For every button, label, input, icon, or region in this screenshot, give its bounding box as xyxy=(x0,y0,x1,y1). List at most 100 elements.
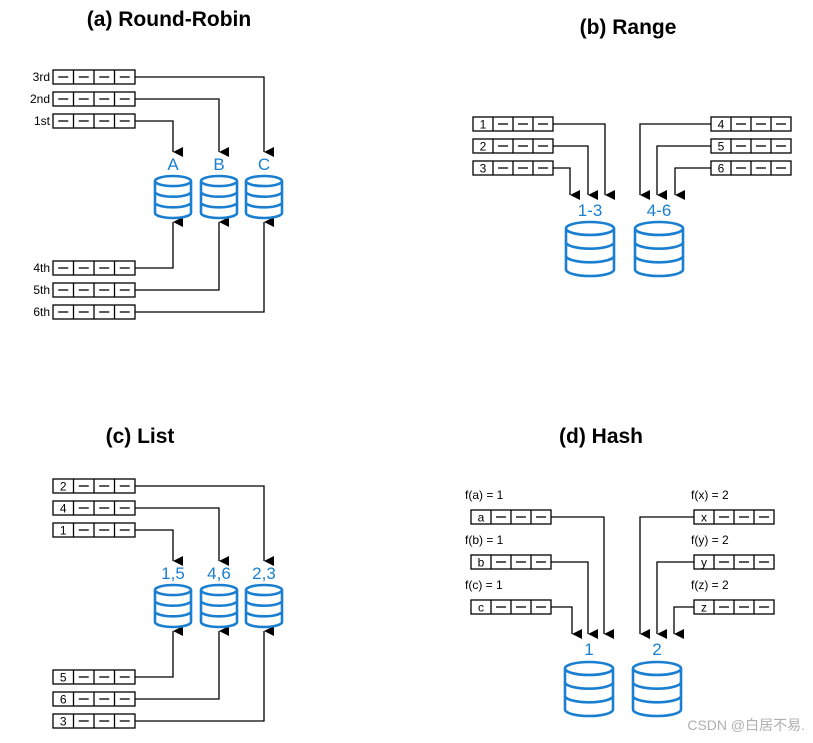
row-key: 6 xyxy=(60,693,67,707)
table-row: 2 xyxy=(472,138,554,154)
arrow-connector xyxy=(135,76,274,157)
hash-function-label: f(z) = 2 xyxy=(691,578,729,592)
arrow-connector xyxy=(553,145,598,200)
hash-function-label: f(c) = 1 xyxy=(465,578,503,592)
db-top xyxy=(199,174,239,188)
db-band xyxy=(199,610,239,618)
db-label: 1 xyxy=(584,640,593,659)
table-row xyxy=(52,69,136,85)
db-top xyxy=(153,583,193,597)
db-top xyxy=(631,660,683,677)
db-label: 2 xyxy=(652,640,661,659)
arrow-connector xyxy=(656,145,711,200)
table-row: 3 xyxy=(52,713,136,729)
arrow-connector xyxy=(135,626,183,678)
db-band xyxy=(199,201,239,209)
db-body xyxy=(631,668,683,718)
arrow-connector xyxy=(656,561,694,639)
db-top xyxy=(563,660,615,677)
arrow-connector xyxy=(639,516,694,639)
row-key: 5 xyxy=(718,140,725,154)
row-key: z xyxy=(701,601,707,615)
arrow-connector xyxy=(551,606,582,639)
db-top xyxy=(244,583,284,597)
database-icon xyxy=(199,583,239,629)
table-row xyxy=(52,282,136,298)
db-band xyxy=(633,241,685,250)
row-order-label: 3rd xyxy=(33,70,50,84)
arrow-connector xyxy=(551,516,614,639)
db-body xyxy=(244,590,284,629)
db-top xyxy=(153,174,193,188)
db-top xyxy=(633,220,685,237)
arrow-connector xyxy=(553,167,580,200)
db-label: 1,5 xyxy=(161,564,185,583)
db-band xyxy=(563,695,615,704)
table-row: 1 xyxy=(472,116,554,132)
db-band xyxy=(153,610,193,618)
db-body xyxy=(244,181,284,220)
table-row: 5 xyxy=(52,669,136,685)
arrow-connector xyxy=(673,606,694,639)
db-label: 1-3 xyxy=(578,201,603,220)
db-body xyxy=(199,590,239,629)
arrow-connector xyxy=(551,561,598,639)
arrow-connector xyxy=(639,123,711,200)
db-body xyxy=(633,228,685,278)
arrow-connector xyxy=(135,529,183,566)
db-label: 4,6 xyxy=(207,564,231,583)
table-row: x xyxy=(693,509,775,525)
table-row: y xyxy=(693,554,775,570)
panel-d-title: (d) Hash xyxy=(559,425,643,448)
db-body xyxy=(564,228,616,278)
row-key: c xyxy=(478,601,484,615)
row-key: 1 xyxy=(60,524,67,538)
row-key: 2 xyxy=(60,480,67,494)
db-band xyxy=(153,201,193,209)
arrow-connector xyxy=(553,123,615,200)
row-order-label: 5th xyxy=(33,283,50,297)
table-row: 3 xyxy=(472,160,554,176)
arrow-connector xyxy=(135,98,229,157)
arrow-connector xyxy=(135,217,274,313)
arrow-connector xyxy=(135,626,274,722)
db-band xyxy=(564,255,616,264)
row-key: 3 xyxy=(480,162,487,176)
db-body xyxy=(153,590,193,629)
database-icon xyxy=(153,174,193,220)
table-row: z xyxy=(693,599,775,615)
row-key: 4 xyxy=(60,502,67,516)
db-band xyxy=(244,610,284,618)
table-row: 5 xyxy=(710,138,792,154)
database-icon xyxy=(633,220,685,278)
row-key: b xyxy=(478,556,485,570)
db-band xyxy=(631,695,683,704)
db-top xyxy=(244,174,284,188)
db-band xyxy=(564,241,616,250)
db-top xyxy=(199,583,239,597)
hash-function-label: f(y) = 2 xyxy=(691,533,729,547)
arrow-connector xyxy=(135,485,274,566)
panel-c-title: (c) List xyxy=(106,425,175,448)
row-key: 4 xyxy=(718,118,725,132)
arrow-connector xyxy=(674,167,711,200)
db-label: B xyxy=(213,155,224,174)
table-row: 6 xyxy=(710,160,792,176)
arrow-connector xyxy=(135,217,183,269)
db-band xyxy=(244,191,284,199)
row-key: 1 xyxy=(480,118,487,132)
row-order-label: 1st xyxy=(34,114,51,128)
panel-b-title: (b) Range xyxy=(580,16,677,39)
table-row: 6 xyxy=(52,691,136,707)
arrow-connector xyxy=(135,217,229,291)
table-row xyxy=(52,113,136,129)
table-row: c xyxy=(470,599,552,615)
db-band xyxy=(563,681,615,690)
database-icon xyxy=(631,660,683,718)
table-row xyxy=(52,91,136,107)
db-top xyxy=(564,220,616,237)
watermark: CSDN @白居不易. xyxy=(687,717,805,733)
